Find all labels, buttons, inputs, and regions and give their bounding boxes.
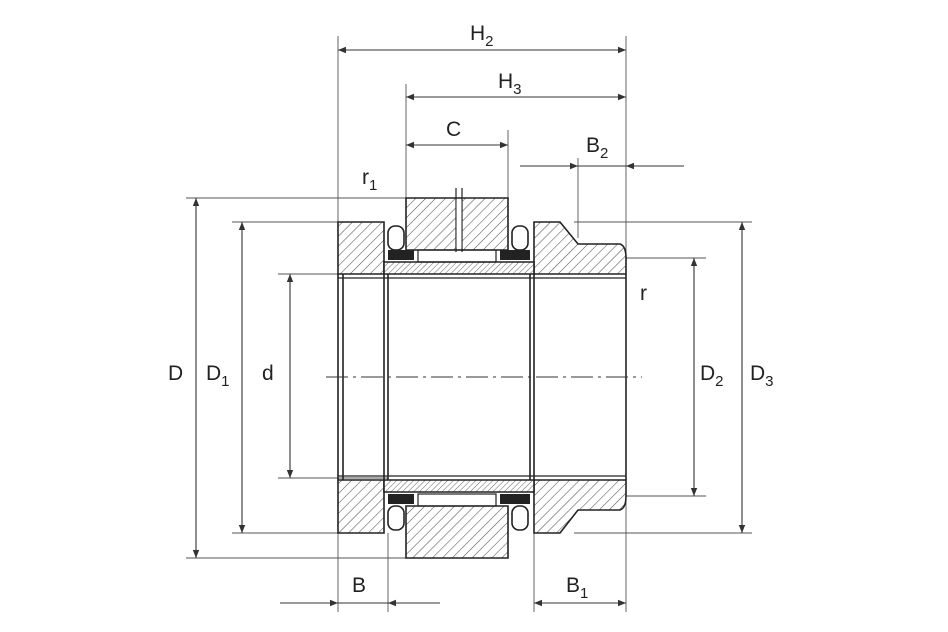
label-D3: D3 bbox=[750, 362, 774, 390]
needle-roller-top bbox=[417, 249, 497, 263]
extension-lines bbox=[186, 36, 752, 612]
left-washer-top bbox=[337, 221, 385, 275]
dimension-labels: H2 H3 C B2 r1 r D D1 d D2 D3 B B1 bbox=[168, 22, 774, 602]
needle-roller-bottom bbox=[417, 493, 497, 507]
bearing-lower-half bbox=[337, 479, 627, 559]
left-washer-bottom bbox=[337, 479, 385, 534]
label-B2: B2 bbox=[586, 134, 608, 162]
outer-ring-bottom bbox=[405, 505, 509, 559]
cage-right-top bbox=[500, 250, 530, 260]
cage-right-bottom bbox=[500, 494, 530, 504]
ball-left-top bbox=[387, 225, 405, 251]
label-H3: H3 bbox=[498, 70, 522, 98]
ball-right-bottom bbox=[511, 505, 529, 531]
ball-right-top bbox=[511, 225, 529, 251]
inner-ring-top bbox=[383, 261, 535, 275]
right-flanged-ring-bottom bbox=[533, 479, 627, 534]
cage-left-top bbox=[388, 250, 414, 260]
label-r1: r1 bbox=[362, 166, 377, 194]
cage-left-bottom bbox=[388, 494, 414, 504]
label-C: C bbox=[446, 118, 461, 141]
right-flanged-ring-top bbox=[533, 221, 627, 275]
inner-ring-bottom bbox=[383, 479, 535, 493]
label-D2: D2 bbox=[700, 362, 724, 390]
bearing-upper-half bbox=[337, 188, 627, 275]
label-d: d bbox=[262, 362, 274, 385]
label-B1: B1 bbox=[566, 574, 588, 602]
label-D1: D1 bbox=[206, 362, 230, 390]
label-D: D bbox=[168, 362, 183, 385]
label-H2: H2 bbox=[470, 22, 494, 50]
label-B: B bbox=[352, 574, 366, 597]
ball-left-bottom bbox=[387, 505, 405, 531]
label-r: r bbox=[640, 282, 647, 305]
dimension-lines bbox=[192, 46, 746, 607]
